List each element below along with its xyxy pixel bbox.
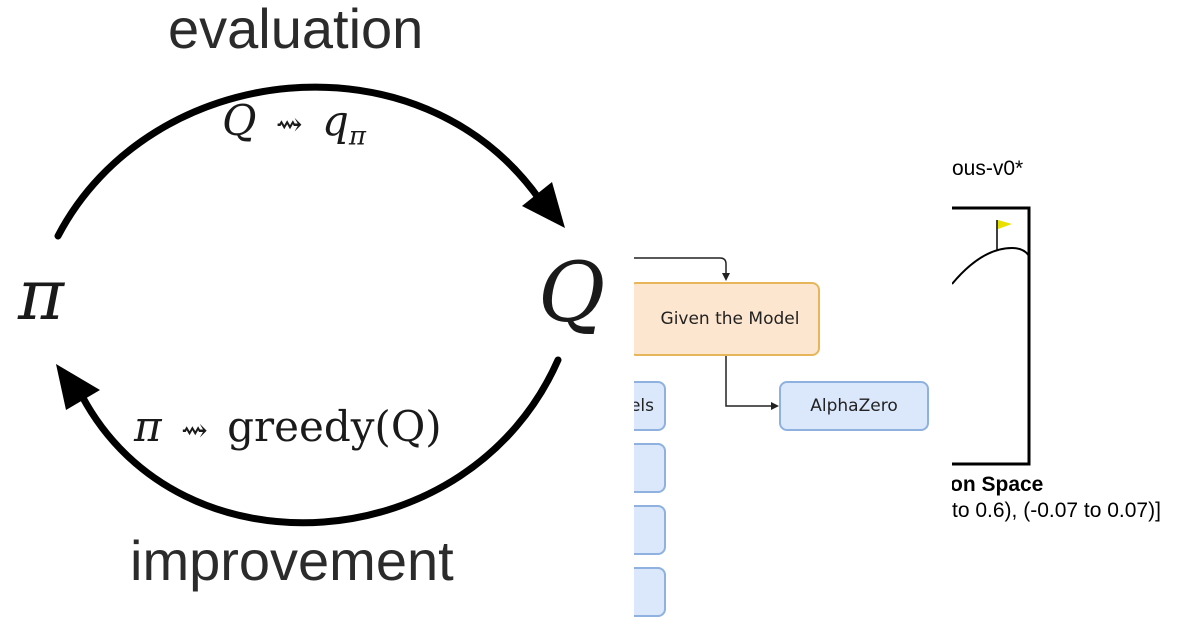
evaluation-label: evaluation [168, 0, 424, 60]
render-frame [952, 206, 1031, 466]
alphazero-label: AlphaZero [810, 396, 898, 416]
mountaincar-render [952, 206, 1031, 466]
evaluation-arrowhead [522, 182, 565, 228]
policy-node: π [18, 254, 65, 336]
gpi-cycle-diagram: evaluation Q ⇝ qπ π Q π ⇝ greedy(Q) impr… [18, 0, 606, 592]
alphazero-connector [725, 356, 772, 407]
improvement-arc [78, 356, 562, 527]
partial-box-models[interactable]: els [634, 381, 666, 431]
value-node: Q [538, 246, 606, 341]
formula-squiggle-arrow-2: ⇝ [180, 411, 208, 449]
improvement-formula: π ⇝ greedy(Q) [134, 402, 442, 451]
incoming-connector [634, 257, 727, 274]
formula-pi: π [134, 402, 162, 451]
formula-greedy-q: greedy(Q) [227, 402, 442, 451]
rl-taxonomy-flowchart: Given the Model AlphaZero els [634, 0, 952, 630]
incoming-arrowhead [722, 273, 730, 281]
formula-pi-subscript: π [348, 121, 366, 152]
evaluation-formula: Q ⇝ qπ [222, 96, 366, 151]
observation-range: to 0.6), (-0.07 to 0.07)] [952, 499, 1161, 522]
env-title-fragment: ous-v0* [952, 157, 1024, 180]
improvement-label: improvement [130, 529, 454, 592]
partial-box-3[interactable] [634, 505, 666, 555]
given-the-model-box[interactable]: Given the Model [634, 282, 820, 356]
partial-box-2[interactable] [634, 443, 666, 493]
formula-squiggle-arrow: ⇝ [275, 105, 303, 143]
observation-space-label: on Space [952, 473, 1044, 496]
mountaincar-panel: ous-v0* on Space to 0.6), (-0.07 to 0.07… [952, 0, 1200, 630]
flag-icon [998, 220, 1012, 229]
flow-connectors [634, 257, 779, 410]
partial-box-label: els [634, 396, 654, 416]
partial-box-4[interactable] [634, 567, 666, 617]
alphazero-box[interactable]: AlphaZero [779, 381, 929, 431]
gpi-arrows [54, 83, 565, 527]
formula-q-pi: q [321, 96, 349, 145]
formula-q: Q [222, 96, 257, 145]
alphazero-arrowhead [771, 402, 779, 410]
hill-curve [952, 246, 1030, 285]
evaluation-arc [54, 83, 544, 240]
given-the-model-label: Given the Model [660, 309, 800, 329]
improvement-arrowhead [56, 364, 100, 410]
